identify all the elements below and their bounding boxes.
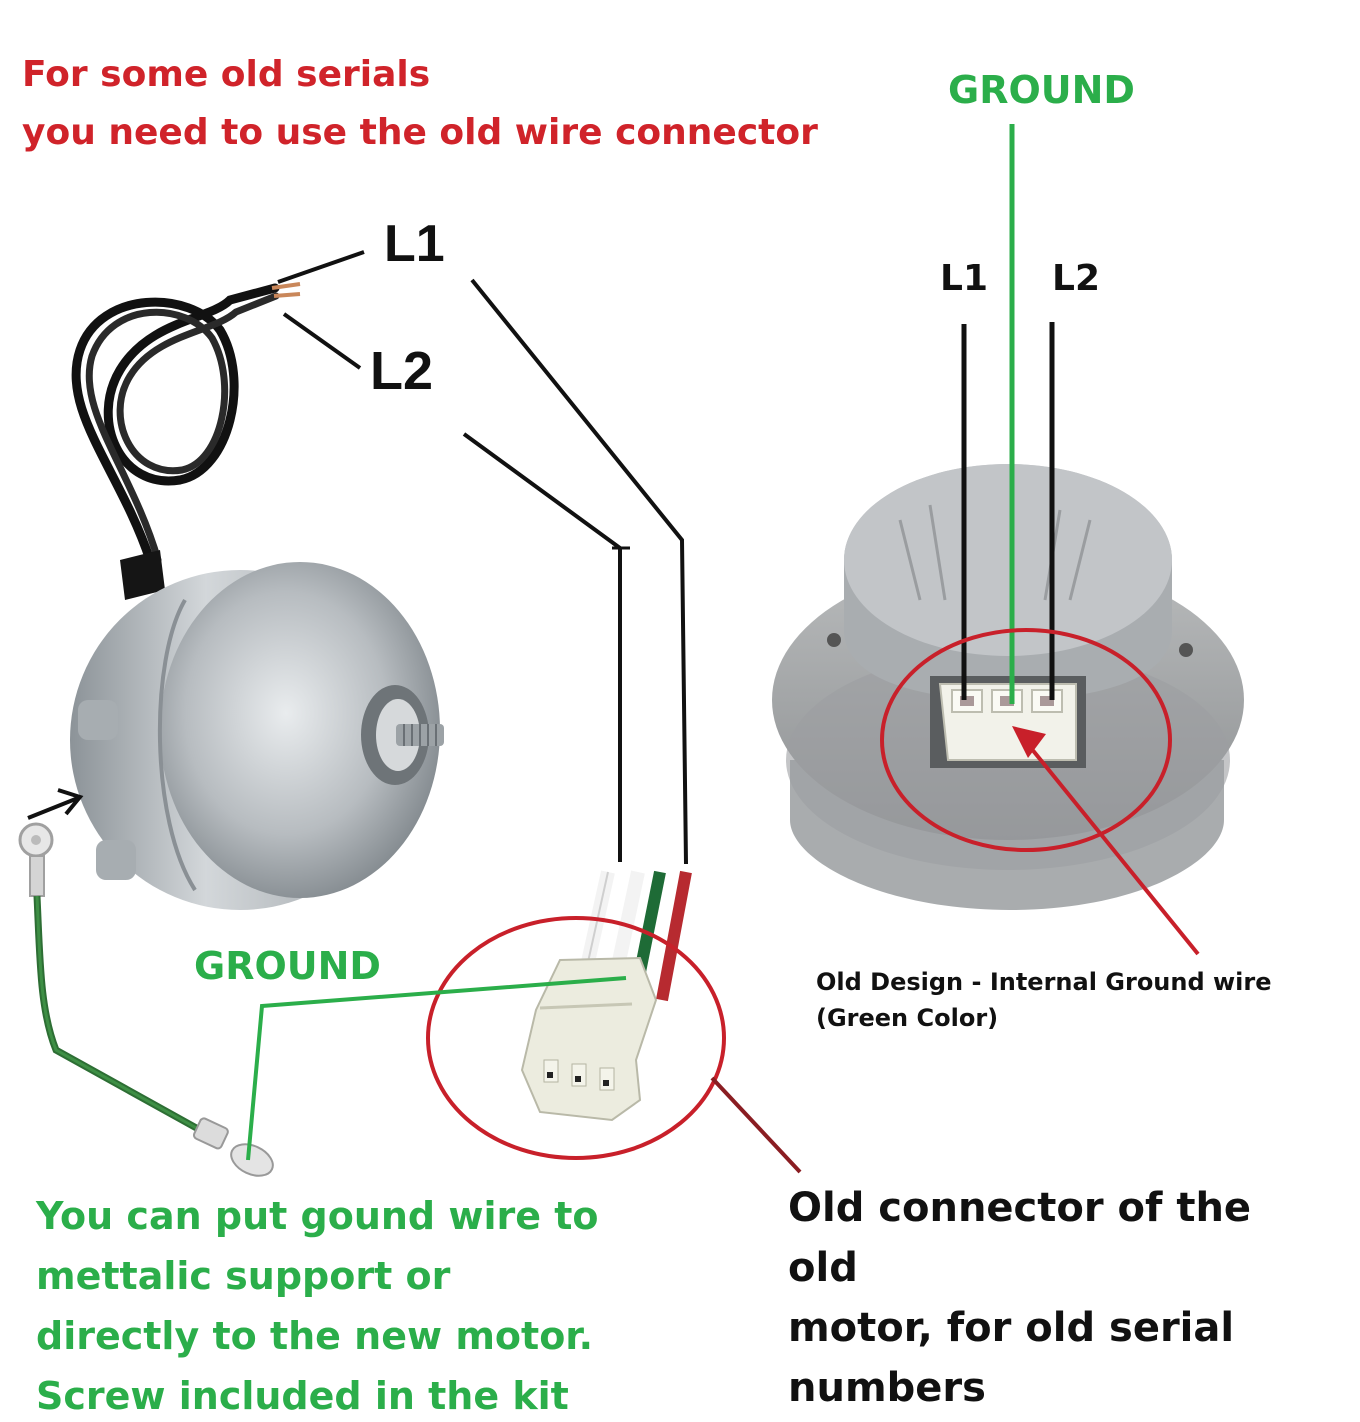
l1-leader-line <box>277 250 365 284</box>
l2-label-left: L2 <box>370 341 434 401</box>
ground-wire-note-line4: Screw included in the kit <box>36 1374 569 1418</box>
ground-wire-note-line3: directly to the new motor. <box>36 1314 594 1358</box>
old-connector-caption-line2: motor, for old serial <box>788 1305 1235 1351</box>
new-motor-image <box>70 282 444 910</box>
old-connector-caption-line3: numbers <box>788 1365 986 1411</box>
l2-connector-line <box>462 432 622 862</box>
internal-ground-arrow-icon <box>1012 726 1200 956</box>
ground-wire-note-line2: mettalic support or <box>36 1254 451 1298</box>
ground-wire-note: You can put gound wire to mettalic suppo… <box>36 1186 636 1422</box>
old-connector-caption-line1: Old connector of the old <box>788 1185 1252 1291</box>
old-connector-image <box>520 870 692 1122</box>
old-design-caption-line1: Old Design - Internal Ground wire <box>816 968 1272 996</box>
ground-mid-line <box>246 976 627 1161</box>
l2-leader-line <box>282 312 362 370</box>
ground-wire-note-line1: You can put gound wire to <box>36 1194 599 1238</box>
old-design-caption-line2: (Green Color) <box>816 1004 999 1032</box>
internal-connector-highlight-circle <box>880 628 1172 852</box>
old-connector-caption: Old connector of the old motor, for old … <box>788 1178 1308 1418</box>
old-serials-note-line1: For some old serials <box>22 54 431 95</box>
old-serials-note-line2: you need to use the old wire connector <box>22 112 818 153</box>
l1-label-left: L1 <box>384 215 445 273</box>
old-connector-highlight-circle <box>426 916 726 1160</box>
l1-connector-line <box>470 278 688 865</box>
ground-label-mid: GROUND <box>194 944 381 988</box>
ground-wire-image <box>18 822 274 1177</box>
old-design-caption: Old Design - Internal Ground wire (Green… <box>816 964 1286 1036</box>
arrow-icon <box>27 788 84 820</box>
old-motor-image <box>772 464 1244 910</box>
old-connector-leader-line <box>710 1076 802 1174</box>
ground-label-top: GROUND <box>948 68 1135 112</box>
l1-label-right: L1 <box>940 258 988 299</box>
l2-label-right: L2 <box>1052 258 1100 299</box>
